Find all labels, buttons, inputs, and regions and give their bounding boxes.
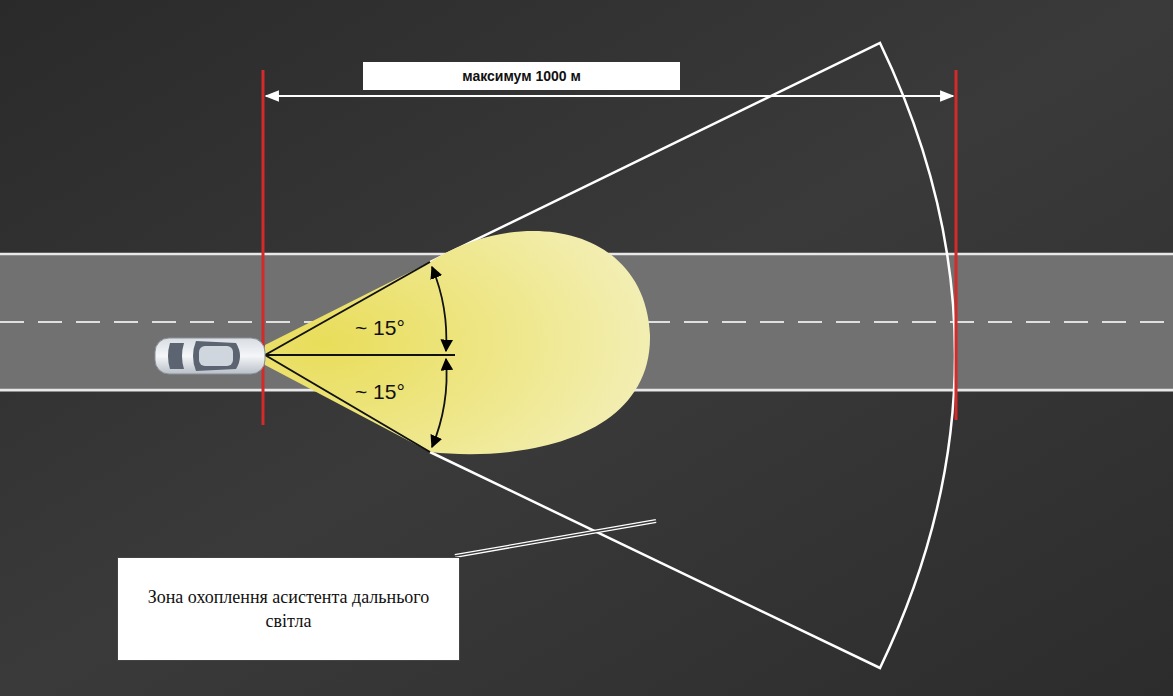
box-text: Зона охоплення асистента дальнього світл… [136,585,441,634]
angle-line [265,354,455,356]
angle-line [265,355,430,452]
box-text: максимум 1000 м [462,68,581,84]
angle-label: ~ 15° [355,380,405,404]
angle-arc [432,267,446,351]
angle-arc [432,359,447,447]
limit-line [955,70,958,420]
leader-line [455,521,656,556]
text-box: максимум 1000 м [363,62,680,90]
dimension-arrow [266,95,953,97]
angle-line [265,262,430,355]
angle-label: ~ 15° [355,316,405,340]
leader-line [455,521,656,556]
light-beam [265,231,650,454]
text-box: Зона охоплення асистента дальнього світл… [117,557,460,661]
limit-line [262,70,265,425]
car [155,338,265,374]
